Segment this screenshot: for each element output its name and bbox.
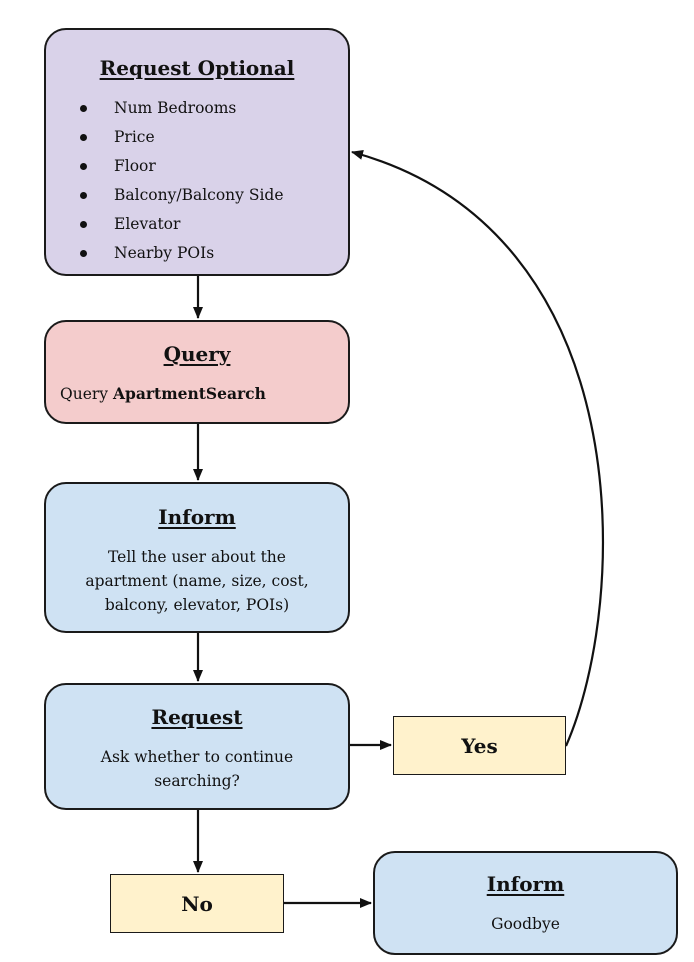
answer-yes-label: Yes (461, 733, 498, 758)
request-continue-node: Request Ask whether to continue searchin… (44, 683, 350, 810)
body-line: apartment (name, size, cost, (85, 572, 309, 590)
list-item-label: Elevator (114, 215, 181, 233)
inform-goodbye-node: Inform Goodbye (373, 851, 678, 955)
list-item: Elevator (46, 210, 284, 239)
list-item-label: Floor (114, 157, 156, 175)
body-line: searching? (154, 772, 240, 790)
list-item: Num Bedrooms (46, 94, 284, 123)
inform-apartment-title: Inform (158, 505, 236, 529)
bullet-icon (80, 250, 87, 257)
query-title: Query (163, 342, 231, 366)
list-item: Price (46, 123, 284, 152)
list-item-label: Price (114, 128, 155, 146)
list-item: Balcony/Balcony Side (46, 181, 284, 210)
list-item-label: Balcony/Balcony Side (114, 186, 284, 204)
inform-goodbye-title: Inform (486, 872, 565, 896)
body-line: Ask whether to continue (100, 748, 294, 766)
request-optional-title: Request Optional (99, 56, 295, 80)
answer-no-label: No (181, 891, 213, 916)
arrow-yes-loop-back (351, 150, 605, 747)
request-continue-title: Request (151, 705, 243, 729)
query-node: Query Query ApartmentSearch (44, 320, 350, 424)
answer-no-box: No (110, 874, 284, 933)
request-optional-node: Request Optional Num Bedrooms Price Floo… (44, 28, 350, 276)
inform-apartment-body: Tell the user about the apartment (name,… (46, 545, 348, 617)
request-continue-body: Ask whether to continue searching? (46, 745, 348, 793)
bullet-icon (80, 105, 87, 112)
list-item-label: Nearby POIs (114, 244, 215, 262)
inform-goodbye-body: Goodbye (491, 915, 560, 933)
bullet-icon (80, 221, 87, 228)
bullet-icon (80, 134, 87, 141)
query-body: Query ApartmentSearch (46, 382, 348, 406)
list-item-label: Num Bedrooms (114, 99, 237, 117)
body-line: Tell the user about the (108, 548, 286, 566)
inform-apartment-node: Inform Tell the user about the apartment… (44, 482, 350, 633)
list-item: Floor (46, 152, 284, 181)
body-line: balcony, elevator, POIs) (104, 596, 290, 614)
list-item: Nearby POIs (46, 239, 284, 268)
query-api-name: ApartmentSearch (112, 384, 266, 403)
bullet-icon (80, 192, 87, 199)
bullet-icon (80, 163, 87, 170)
answer-yes-box: Yes (393, 716, 566, 775)
optional-fields-list: Num Bedrooms Price Floor Balcony/Balcony… (46, 94, 284, 268)
query-body-prefix: Query (60, 385, 113, 403)
